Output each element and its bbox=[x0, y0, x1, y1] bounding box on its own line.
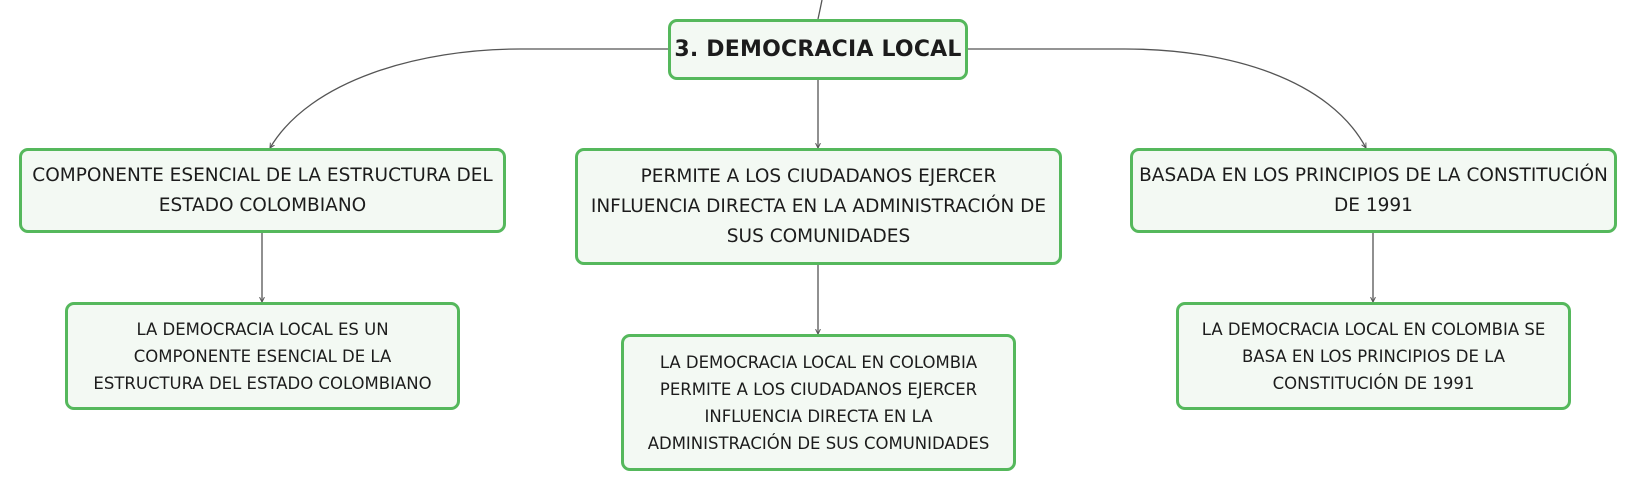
detail-node-constitucion[interactable]: LA DEMOCRACIA LOCAL EN COLOMBIA SE BASA … bbox=[1176, 302, 1571, 410]
branch-node-label: BASADA EN LOS PRINCIPIOS DE LA CONSTITUC… bbox=[1139, 164, 1608, 216]
connector-root-to-right bbox=[968, 48, 1367, 148]
branch-node-influencia[interactable]: PERMITE A LOS CIUDADANOS EJERCER INFLUEN… bbox=[575, 148, 1062, 265]
detail-node-label: LA DEMOCRACIA LOCAL EN COLOMBIA PERMITE … bbox=[647, 352, 990, 453]
detail-node-influencia[interactable]: LA DEMOCRACIA LOCAL EN COLOMBIA PERMITE … bbox=[621, 334, 1016, 471]
connector-from-parent bbox=[817, 0, 823, 20]
detail-node-label: LA DEMOCRACIA LOCAL ES UN COMPONENTE ESE… bbox=[93, 319, 432, 393]
detail-node-label: LA DEMOCRACIA LOCAL EN COLOMBIA SE BASA … bbox=[1201, 319, 1546, 393]
detail-node-estructura[interactable]: LA DEMOCRACIA LOCAL ES UN COMPONENTE ESE… bbox=[65, 302, 460, 410]
root-node[interactable]: 3. DEMOCRACIA LOCAL bbox=[668, 19, 968, 80]
connector-root-to-left bbox=[269, 48, 668, 148]
root-node-label: 3. DEMOCRACIA LOCAL bbox=[674, 37, 962, 62]
branch-node-constitucion[interactable]: BASADA EN LOS PRINCIPIOS DE LA CONSTITUC… bbox=[1130, 148, 1617, 233]
branch-node-estructura[interactable]: COMPONENTE ESENCIAL DE LA ESTRUCTURA DEL… bbox=[19, 148, 506, 233]
branch-node-label: PERMITE A LOS CIUDADANOS EJERCER INFLUEN… bbox=[590, 165, 1047, 247]
branch-node-label: COMPONENTE ESENCIAL DE LA ESTRUCTURA DEL… bbox=[32, 164, 493, 216]
